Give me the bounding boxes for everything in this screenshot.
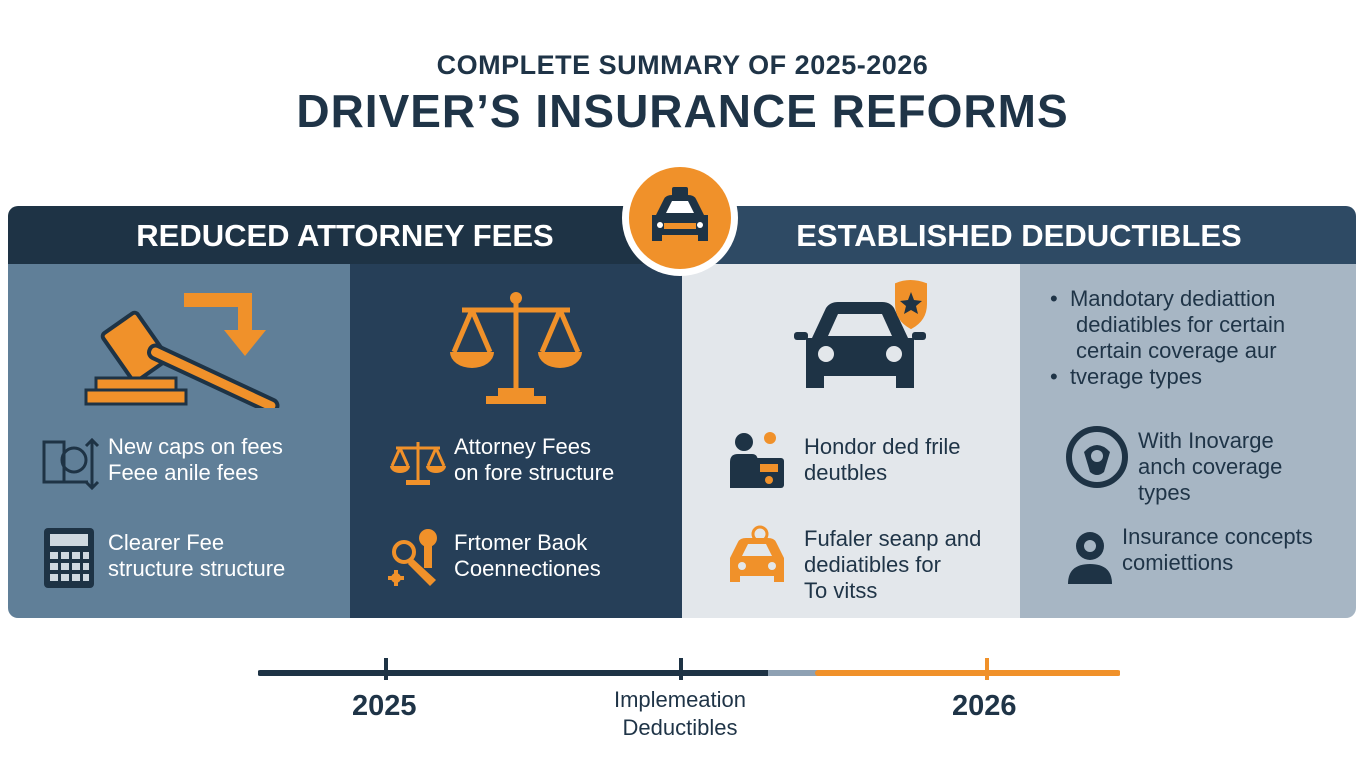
item-line: on fore structure (454, 460, 615, 485)
badge-circle (629, 167, 731, 269)
middle-label-line: Deductibles (622, 715, 738, 740)
car-small-icon (730, 525, 784, 582)
item-line: anch coverage (1138, 454, 1283, 479)
bullet-line: certain coverage aur (1076, 338, 1277, 363)
coverage-shield-icon (1066, 426, 1128, 488)
column-coverage: • Mandotary dediattion dediatibles for c… (1020, 264, 1356, 618)
item-line: types (1138, 480, 1191, 505)
item-line: With Inovarge (1138, 428, 1274, 453)
keys-icon (388, 529, 437, 586)
right-header-title: ESTABLISHED DEDUCTIBLES (796, 218, 1242, 253)
item-line: structure structure (108, 556, 286, 581)
timeline-bar (258, 658, 1120, 680)
item-new-caps: New caps on fees Feee anile fees (108, 434, 283, 486)
gavel-arrow-icon (84, 293, 280, 408)
page-subtitle: COMPLETE SUMMARY OF 2025-2026 (436, 50, 929, 80)
left-section-header: REDUCED ATTORNEY FEES (8, 206, 682, 264)
item-line: Attorney Fees (454, 434, 591, 459)
car-shield-icon (794, 280, 927, 388)
bullet-coverage-types: • tverage types (1050, 364, 1202, 390)
item-line: To vitss (804, 578, 878, 603)
item-line: Frtomer Baok (454, 530, 588, 555)
bullet-icon: • (1050, 286, 1070, 311)
timeline-middle-label: Implemeation Deductibles (560, 686, 800, 742)
item-line: Clearer Fee (108, 530, 225, 555)
left-header-title: REDUCED ATTORNEY FEES (136, 218, 554, 253)
year-2025: 2025 (352, 690, 417, 722)
column-attorney-fees: Attorney Fees on fore structure Frtomer … (350, 264, 682, 618)
item-line: dediatibles for (804, 552, 941, 577)
reforms-panel: REDUCED ATTORNEY FEES ESTABLISHED DEDUCT… (8, 206, 1356, 618)
item-line: Insurance concepts (1122, 524, 1313, 549)
center-badge (622, 160, 738, 276)
column-attorney-caps: New caps on fees Feee anile fees Clearer… (8, 264, 350, 618)
item-line: Fufaler seanp and (804, 526, 982, 551)
bullet-mandatory: • Mandotary dediattion dediatibles for c… (1050, 286, 1285, 364)
item-insurance-concepts: Insurance concepts comiettions (1122, 524, 1313, 576)
item-with-inovarge: With Inovarge anch coverage types (1138, 428, 1282, 506)
chart-icon (42, 437, 100, 491)
item-frtomer: Frtomer Baok Coennectiones (454, 530, 601, 582)
calculator-icon (44, 528, 94, 588)
bullet-icon: • (1050, 364, 1070, 389)
bullet-line: • Mandotary dediattion (1050, 286, 1285, 312)
item-line: Hondor ded frile (804, 434, 961, 459)
item-fufaler: Fufaler seanp and dediatibles for To vit… (804, 526, 981, 604)
item-line: Coennectiones (454, 556, 601, 581)
item-line: New caps on fees (108, 434, 283, 459)
bullet-text: tverage types (1069, 364, 1203, 389)
item-line: Feee anile fees (108, 460, 259, 485)
person-gear-icon (1068, 532, 1112, 584)
item-hondor: Hondor ded frile deutbles (804, 434, 961, 486)
scales-icon (450, 292, 582, 404)
bullet-line: dediatibles for certain (1076, 312, 1286, 337)
car-badge-icon (652, 187, 708, 241)
item-attorney-fees: Attorney Fees on fore structure (454, 434, 614, 486)
column-deductibles: Hondor ded frile deutbles Fufaler seanp … (682, 264, 1020, 618)
year-2026: 2026 (952, 690, 1017, 722)
item-line: deutbles (804, 460, 888, 485)
scales-small-icon (390, 442, 446, 485)
person-document-icon (730, 432, 784, 488)
item-line: comiettions (1122, 550, 1234, 575)
page-title: DRIVER’S INSURANCE REFORMS (296, 85, 1069, 137)
bullet-text: Mandotary dediattion (1069, 286, 1276, 311)
item-clearer-fee: Clearer Fee structure structure (108, 530, 285, 582)
middle-label-line: Implemeation (613, 687, 747, 712)
right-section-header: ESTABLISHED DEDUCTIBLES (682, 206, 1356, 264)
